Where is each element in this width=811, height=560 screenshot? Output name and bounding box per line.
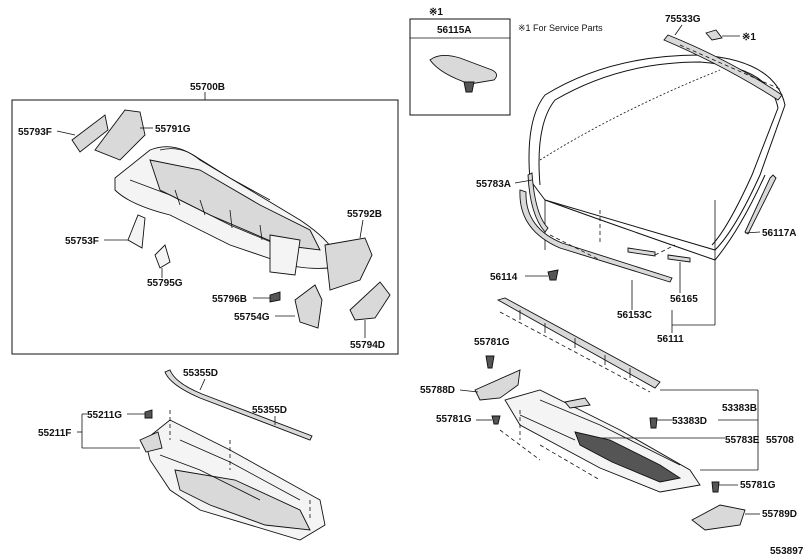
service-mark: ※1 xyxy=(429,7,443,18)
clip-55796B xyxy=(269,291,281,303)
label-55708: 55708 xyxy=(766,435,794,446)
bracket-55754G xyxy=(294,284,323,329)
seal-53383B xyxy=(496,297,661,389)
label-56111: 56111 xyxy=(657,334,684,345)
label-55754G: 55754G xyxy=(234,312,270,323)
dash-panel-box xyxy=(11,99,399,355)
molding-55783A xyxy=(527,172,549,233)
bracket-55753F xyxy=(127,214,146,249)
bracket-55791G xyxy=(94,109,146,161)
label-55793F: 55793F xyxy=(18,127,52,138)
bracket-55788D xyxy=(474,369,521,401)
clip-55211G xyxy=(144,409,153,419)
bracket-55793F xyxy=(71,114,109,153)
label-55795G: 55795G xyxy=(147,278,183,289)
label-55700B: 55700B xyxy=(190,82,225,93)
bracket-55795G xyxy=(154,244,171,269)
cowl-panel-lower-left xyxy=(144,410,326,541)
service-note-text: ※1 For Service Parts xyxy=(518,23,603,33)
label-55783E: 55783E xyxy=(725,435,760,446)
label-55791G: 55791G xyxy=(155,124,191,135)
clip-55781G-b xyxy=(491,415,501,425)
label-55792B: 55792B xyxy=(347,209,382,220)
clip-55781G-c xyxy=(711,481,720,493)
cowl-louver-55708 xyxy=(499,389,701,493)
label-55788D: 55788D xyxy=(420,385,455,396)
clip-53383D xyxy=(649,417,658,429)
label-55753F: 55753F xyxy=(65,236,99,247)
label-55211F: 55211F xyxy=(38,428,71,439)
label-mark-right: ※1 xyxy=(742,32,756,43)
label-53383B: 53383B xyxy=(722,403,757,414)
label-56165: 56165 xyxy=(670,294,698,305)
dash-panel-55700B xyxy=(114,146,336,276)
bracket-55789D xyxy=(691,504,746,531)
clip-mark-part xyxy=(705,29,723,41)
label-55781G-c: 55781G xyxy=(740,480,776,491)
clip-55781G-a xyxy=(485,355,495,369)
bracket-55794D xyxy=(349,281,391,321)
windshield-glass xyxy=(528,54,786,261)
label-55355D-b: 55355D xyxy=(252,405,287,416)
label-56114: 56114 xyxy=(490,272,518,283)
label-55796B: 55796B xyxy=(212,294,247,305)
label-75533G: 75533G xyxy=(665,14,701,25)
label-55781G-b: 55781G xyxy=(436,414,472,425)
label-56115A: 56115A xyxy=(437,25,471,36)
label-55211G: 55211G xyxy=(87,410,122,421)
label-55355D-a: 55355D xyxy=(183,368,218,379)
label-55781G-a: 55781G xyxy=(474,337,510,348)
label-56153C: 56153C xyxy=(617,310,652,321)
label-55789D: 55789D xyxy=(762,509,797,520)
label-55794D: 55794D xyxy=(350,340,385,351)
bracket-55792B xyxy=(324,237,373,291)
service-part-box: ※1 56115A ※1 For Service Parts xyxy=(409,7,603,116)
molding-75533G xyxy=(663,34,783,101)
clip-56114 xyxy=(547,269,559,281)
drawing-number: 553897 xyxy=(770,546,804,557)
seal-55211F xyxy=(139,431,163,453)
label-56117A: 56117A xyxy=(762,228,796,239)
label-53383D: 53383D xyxy=(672,416,707,427)
molding-56153C xyxy=(519,189,673,283)
label-55783A: 55783A xyxy=(476,179,511,190)
